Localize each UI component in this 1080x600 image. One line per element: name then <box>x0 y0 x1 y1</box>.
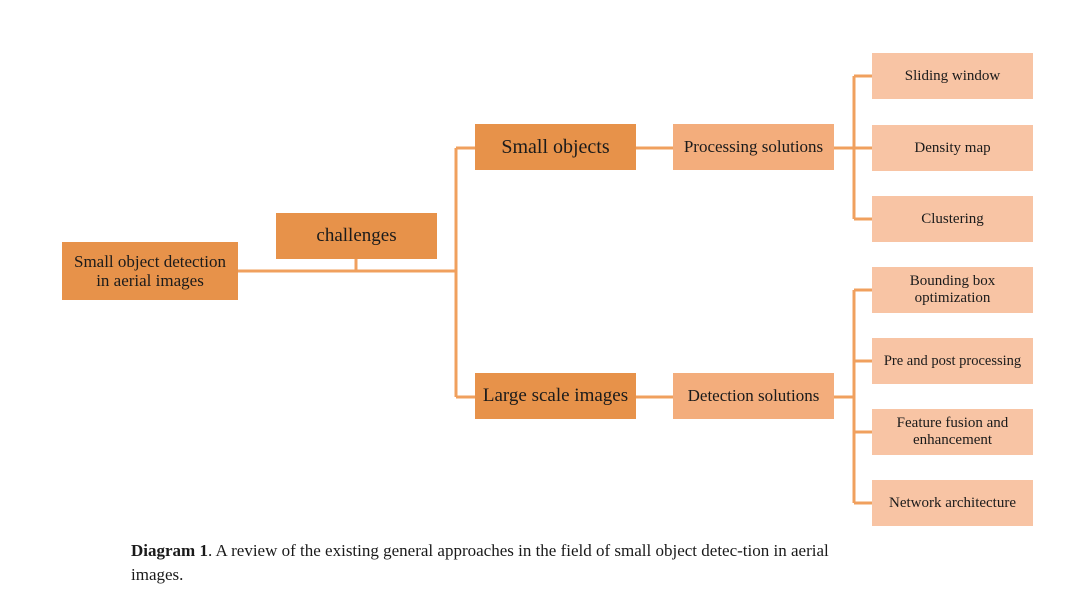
branch-label: Large scale images <box>482 385 629 407</box>
root-label: Small object detection in aerial images <box>73 251 226 290</box>
leaf-label: Pre and post processing <box>883 352 1022 369</box>
leaf-label: Bounding box optimization <box>909 273 996 306</box>
leaf-label: Density map <box>914 139 991 156</box>
root-node: Small object detection in aerial images <box>62 242 238 300</box>
leaf-bounding-box-optimization: Bounding box optimization <box>872 267 1033 313</box>
leaf-network-architecture: Network architecture <box>872 480 1033 526</box>
leaf-sliding-window: Sliding window <box>872 53 1033 99</box>
branch-label: Small objects <box>501 135 610 158</box>
solution-label: Processing solutions <box>683 137 824 157</box>
leaf-label: Sliding window <box>904 67 1001 84</box>
solution-detection: Detection solutions <box>673 373 834 419</box>
solution-label: Detection solutions <box>687 386 820 406</box>
diagram-caption: Diagram 1. A review of the existing gene… <box>131 539 866 587</box>
leaf-label: Feature fusion and enhancement <box>896 415 1009 448</box>
caption-text: . A review of the existing general appro… <box>131 541 829 584</box>
leaf-pre-and-post-processing: Pre and post processing <box>872 338 1033 384</box>
leaf-label: Clustering <box>921 210 984 227</box>
branch-small-objects: Small objects <box>475 124 636 170</box>
solution-processing: Processing solutions <box>673 124 834 170</box>
challenges-node: challenges <box>276 213 437 259</box>
branch-large-scale-images: Large scale images <box>475 373 636 419</box>
leaf-clustering: Clustering <box>872 196 1033 242</box>
challenges-label: challenges <box>316 225 397 247</box>
leaf-label: Network architecture <box>888 494 1017 511</box>
leaf-feature-fusion: Feature fusion and enhancement <box>872 409 1033 455</box>
leaf-density-map: Density map <box>872 125 1033 171</box>
caption-label: Diagram 1 <box>131 541 208 560</box>
